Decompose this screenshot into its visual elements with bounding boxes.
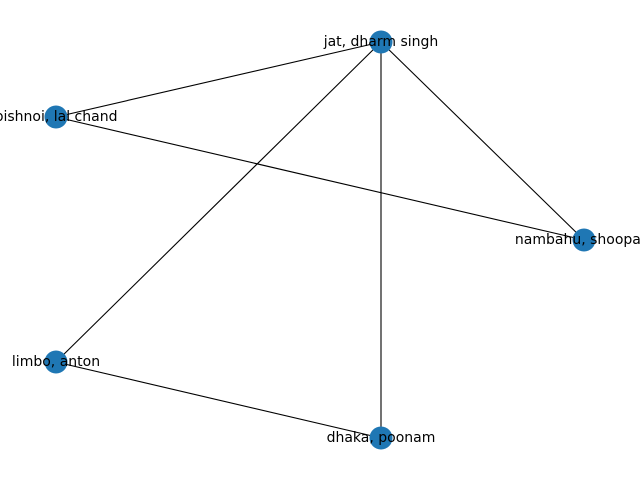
node-jat bbox=[369, 30, 393, 54]
node-label-limbo: limbo, anton bbox=[12, 354, 100, 370]
node-nambahu bbox=[572, 228, 596, 252]
labels-layer: jat, dharm singh bishnoi, lal chand nambah… bbox=[0, 34, 640, 446]
edge-jat-nambahu bbox=[380, 41, 585, 241]
edge-jat-bishnoi bbox=[55, 41, 382, 118]
nodes-layer bbox=[44, 30, 596, 450]
node-label-jat: jat, dharm singh bbox=[323, 34, 439, 50]
edge-jat-limbo bbox=[55, 41, 382, 363]
edge-bishnoi-nambahu bbox=[55, 116, 585, 241]
node-label-dhaka: dhaka, poonam bbox=[327, 430, 436, 446]
edge-limbo-dhaka bbox=[55, 361, 382, 439]
node-bishnoi bbox=[44, 105, 68, 129]
node-limbo bbox=[44, 350, 68, 374]
node-label-nambahu: nambahu, shoopaly bbox=[515, 232, 640, 248]
node-dhaka bbox=[369, 426, 393, 450]
node-label-bishnoi: bishnoi, lal chand bbox=[0, 109, 117, 125]
edges-layer bbox=[55, 41, 585, 439]
